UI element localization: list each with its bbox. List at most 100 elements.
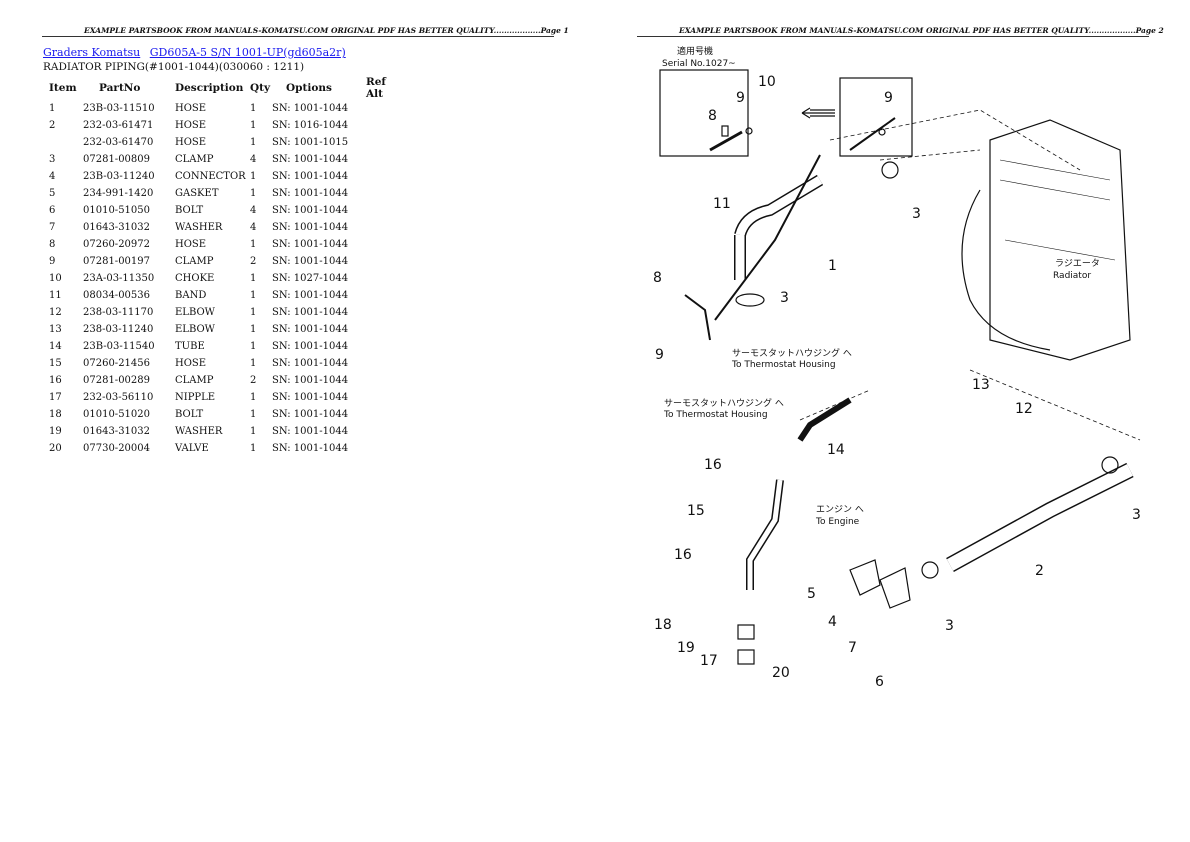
valve-20 — [737, 649, 755, 665]
cell-description: BOLT — [175, 409, 204, 420]
thermostat-label-en-2: To Thermostat Housing — [663, 410, 768, 420]
cell-options: SN: 1001-1044 — [272, 307, 349, 318]
cell-options: SN: 1001-1044 — [272, 324, 349, 335]
cell-partno: 01643-31032 — [83, 426, 151, 437]
cell-ref-alt — [366, 338, 406, 355]
cell-ref-alt — [366, 287, 406, 304]
breadcrumb: Graders Komatsu GD605A-5 S/N 1001-UP(gd6… — [43, 46, 352, 59]
cell-item — [43, 134, 83, 151]
cell-partno: 07260-21456 — [83, 358, 151, 369]
cell-options: SN: 1001-1044 — [272, 375, 349, 386]
cell-options: SN: 1001-1044 — [272, 154, 349, 165]
cell-item: 8 — [49, 239, 56, 250]
callout-9-inset: 9 — [736, 90, 745, 106]
cell-options: SN: 1001-1044 — [272, 341, 349, 352]
cell-partno: 07260-20972 — [83, 239, 151, 250]
callout-8-inset: 8 — [708, 108, 717, 124]
cell-options: SN: 1001-1044 — [272, 239, 349, 250]
cell-options: SN: 1001-1044 — [272, 392, 349, 403]
thermostat-label-jp-1: サーモスタットハウジング へ — [732, 347, 852, 359]
cell-ref-alt — [366, 202, 406, 219]
cell-partno: 232-03-61470 — [83, 137, 154, 148]
cell-description: CLAMP — [175, 154, 214, 165]
serial-label-jp: 適用号機 — [677, 45, 713, 57]
cell-partno: 23B-03-11240 — [83, 171, 155, 182]
callout-13: 13 — [972, 377, 990, 393]
hose-8 — [684, 154, 821, 341]
cell-options: SN: 1001-1015 — [272, 137, 349, 148]
breadcrumb-link-model[interactable]: GD605A-5 S/N 1001-UP(gd605a2r) — [149, 46, 346, 59]
cell-qty: 1 — [250, 239, 257, 250]
engine-label-jp: エンジン へ — [816, 505, 864, 515]
cell-qty: 1 — [250, 358, 257, 369]
cell-partno: 07281-00809 — [83, 154, 151, 165]
column-header-item: Item — [49, 82, 77, 94]
cell-description: WASHER — [175, 426, 223, 437]
cell-item: 12 — [49, 307, 62, 318]
cell-ref-alt — [366, 440, 406, 457]
callout-11: 11 — [713, 196, 731, 212]
cell-item: 2 — [49, 120, 56, 131]
cell-partno: 238-03-11240 — [83, 324, 154, 335]
cell-qty: 1 — [250, 392, 257, 403]
cell-item: 9 — [49, 256, 56, 267]
cell-item: 19 — [49, 426, 62, 437]
cell-partno: 234-991-1420 — [83, 188, 154, 199]
cell-description: CLAMP — [175, 375, 214, 386]
cell-description: CLAMP — [175, 256, 214, 267]
header-divider — [42, 36, 554, 37]
cell-ref-alt — [366, 100, 406, 117]
cell-item: 7 — [49, 222, 56, 233]
cell-qty: 1 — [250, 188, 257, 199]
cell-description: BOLT — [175, 205, 204, 216]
cell-item: 15 — [49, 358, 62, 369]
column-header-qty: Qty — [250, 82, 271, 94]
cell-item: 3 — [49, 154, 56, 165]
cell-options: SN: 1001-1044 — [272, 358, 349, 369]
callout-7: 7 — [848, 640, 857, 656]
cell-item: 18 — [49, 409, 62, 420]
cell-qty: 2 — [250, 375, 257, 386]
breadcrumb-link-graders[interactable]: Graders Komatsu — [43, 46, 141, 59]
cell-description: NIPPLE — [175, 392, 216, 403]
radiator-label-en: Radiator — [1053, 271, 1091, 281]
cell-ref-alt — [366, 423, 406, 440]
cell-ref-alt — [366, 270, 406, 287]
cell-item: 10 — [49, 273, 62, 284]
callout-8: 8 — [653, 270, 662, 286]
cell-qty: 1 — [250, 324, 257, 335]
cell-qty: 1 — [250, 290, 257, 301]
cell-options: SN: 1027-1044 — [272, 273, 349, 284]
cell-description: GASKET — [175, 188, 219, 199]
cell-ref-alt — [366, 406, 406, 423]
cell-qty: 4 — [250, 205, 257, 216]
engine-label-en: To Engine — [815, 517, 860, 527]
cell-description: VALVE — [175, 443, 209, 454]
cell-options: SN: 1001-1044 — [272, 409, 349, 420]
cell-description: TUBE — [175, 341, 205, 352]
cell-options: SN: 1001-1044 — [272, 103, 349, 114]
cell-options: SN: 1016-1044 — [272, 120, 349, 131]
cell-qty: 4 — [250, 222, 257, 233]
cell-ref-alt — [366, 253, 406, 270]
callout-3-mid: 3 — [780, 290, 789, 306]
cell-options: SN: 1001-1044 — [272, 256, 349, 267]
cell-qty: 1 — [250, 273, 257, 284]
cell-ref-alt — [366, 134, 406, 151]
connector-4 — [879, 567, 911, 609]
callout-3-right: 3 — [1132, 507, 1141, 523]
cell-item: 16 — [49, 375, 62, 386]
callout-12: 12 — [1015, 401, 1033, 417]
